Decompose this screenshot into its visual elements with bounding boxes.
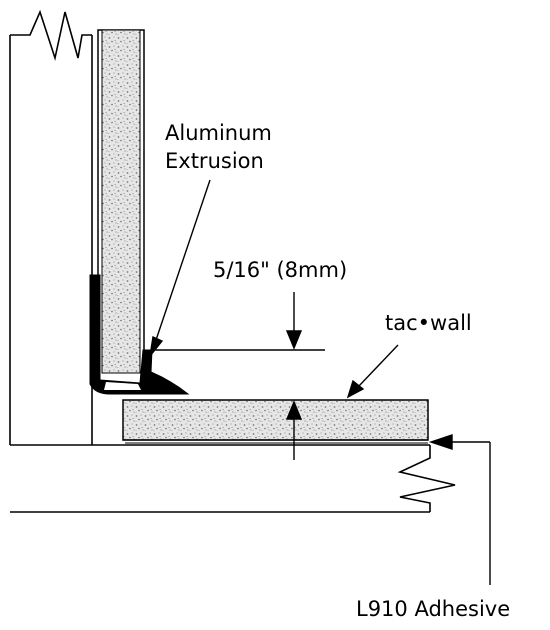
adhesive-label: L910 Adhesive — [356, 597, 510, 621]
extrusion-leader — [148, 179, 211, 359]
adhesive-leader — [428, 434, 491, 585]
extrusion-label-line1: Aluminum — [165, 121, 272, 145]
floor-slab — [10, 444, 456, 513]
vertical-tacwall-panel — [97, 29, 145, 386]
tacwall-leader — [346, 344, 399, 399]
tacwall-label: tac•wall — [385, 311, 472, 335]
wall-break-line — [10, 9, 92, 62]
horizontal-tacwall-panel — [122, 399, 429, 441]
extrusion-label-line2: Extrusion — [165, 149, 264, 173]
floor-break-line — [397, 445, 456, 512]
gap-dimension — [152, 292, 325, 460]
existing-wall — [9, 9, 93, 445]
gap-dimension-label: 5/16" (8mm) — [213, 258, 347, 282]
